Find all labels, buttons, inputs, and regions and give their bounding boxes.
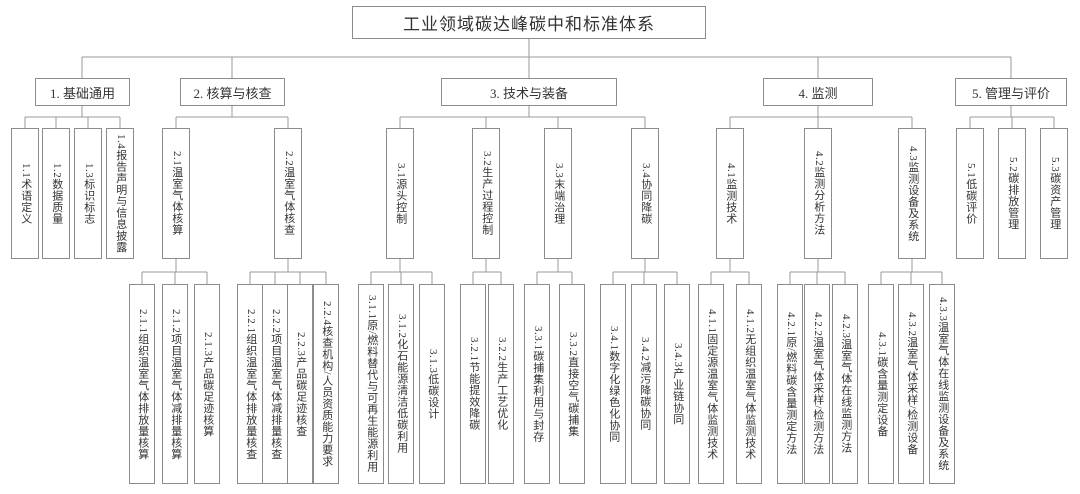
node-3-3-2: 3.3.2直接空气碳捕集	[559, 284, 585, 484]
node-3-4-1: 3.4.1数字化绿色化协同	[600, 284, 626, 484]
node-2-1-2: 2.1.2项目温室气体减排量核算	[162, 284, 188, 484]
node-2-2-2: 2.2.2项目温室气体减排量核查	[262, 284, 288, 484]
connector-node-3-3	[536, 259, 573, 284]
node-3-1: 3.1源头控制	[386, 128, 414, 259]
node-3-4-3: 3.4.3产业链协同	[664, 284, 690, 484]
node-4-1-1: 4.1.1固定源温室气体监测技术	[698, 284, 724, 484]
connector-node-4-2	[789, 259, 846, 284]
connector-node-4-1	[710, 259, 750, 284]
node-3: 3. 技术与装备	[441, 78, 617, 106]
node-1-2: 1.2数据质量	[42, 128, 70, 259]
node-2-2-3: 2.2.3产品碳足迹核查	[287, 284, 313, 484]
node-5: 5. 管理与评价	[955, 78, 1067, 106]
connector-branch-1	[24, 106, 121, 128]
node-4-2: 4.2监测分析方法	[804, 128, 832, 259]
node-3-3-1: 3.3.1碳捕集利用与封存	[524, 284, 550, 484]
node-2-1: 2.1温室气体核算	[162, 128, 190, 259]
node-1: 1. 基础通用	[35, 78, 130, 106]
connector-node-2-2	[249, 259, 327, 284]
node-5-2: 5.2碳排放管理	[998, 128, 1026, 259]
connector-node-2-1	[141, 259, 208, 284]
node-2-1-3: 2.1.3产品碳足迹核算	[194, 284, 220, 484]
connector-node-3-1	[370, 259, 433, 284]
node-4-3: 4.3监测设备及系统	[898, 128, 926, 259]
node-3-2-2: 3.2.2生产工艺优化	[488, 284, 514, 484]
connector-root	[81, 39, 1012, 78]
node-1-3: 1.3标识标志	[74, 128, 102, 259]
connector-node-3-2	[472, 259, 502, 284]
connector-node-4-3	[880, 259, 943, 284]
node-4: 4. 监测	[763, 78, 873, 106]
connector-branch-5	[969, 106, 1055, 128]
node-3-3: 3.3末端治理	[544, 128, 572, 259]
node-2-2-1: 2.2.1组织温室气体排放量核查	[237, 284, 263, 484]
connector-node-3-4	[612, 259, 678, 284]
connector-branch-2	[175, 106, 289, 128]
node-3-1-2: 3.1.2化石能源清洁低碳利用	[388, 284, 414, 484]
node-2: 2. 核算与核查	[180, 78, 285, 106]
node-5-1: 5.1低碳评价	[956, 128, 984, 259]
node-root: 工业领域碳达峰碳中和标准体系	[352, 6, 706, 39]
node-4-2-3: 4.2.3温室气体在线监测方法	[832, 284, 858, 484]
node-4-1-2: 4.1.2无组织温室气体监测技术	[736, 284, 762, 484]
node-2-2: 2.2温室气体核查	[274, 128, 302, 259]
node-3-2: 3.2生产过程控制	[472, 128, 500, 259]
node-1-4: 1.4报告声明与信息披露	[106, 128, 134, 259]
node-5-3: 5.3碳资产管理	[1040, 128, 1068, 259]
node-4-3-3: 4.3.3温室气体在线监测设备及系统	[929, 284, 955, 484]
node-4-2-2: 4.2.2温室气体采样/检测方法	[804, 284, 830, 484]
node-3-4-2: 3.4.2减污降碳协同	[631, 284, 657, 484]
node-4-2-1: 4.2.1原/燃料碳含量测定方法	[777, 284, 803, 484]
node-4-1: 4.1监测技术	[716, 128, 744, 259]
connector-branch-4	[729, 106, 913, 128]
node-3-1-3: 3.1.3低碳设计	[419, 284, 445, 484]
node-3-2-1: 3.2.1节能提效降碳	[460, 284, 486, 484]
node-4-3-1: 4.3.1碳含量测定设备	[868, 284, 894, 484]
node-2-2-4: 2.2.4核查机构/人员资质能力要求	[313, 284, 339, 484]
node-3-4: 3.4协同降碳	[631, 128, 659, 259]
node-3-1-1: 3.1.1原/燃料替代与可再生能源利用	[358, 284, 384, 484]
node-4-3-2: 4.3.2温室气体采样/检测设备	[898, 284, 924, 484]
node-1-1: 1.1术语定义	[11, 128, 39, 259]
connector-branch-3	[399, 106, 646, 128]
node-2-1-1: 2.1.1组织温室气体排放量核算	[129, 284, 155, 484]
